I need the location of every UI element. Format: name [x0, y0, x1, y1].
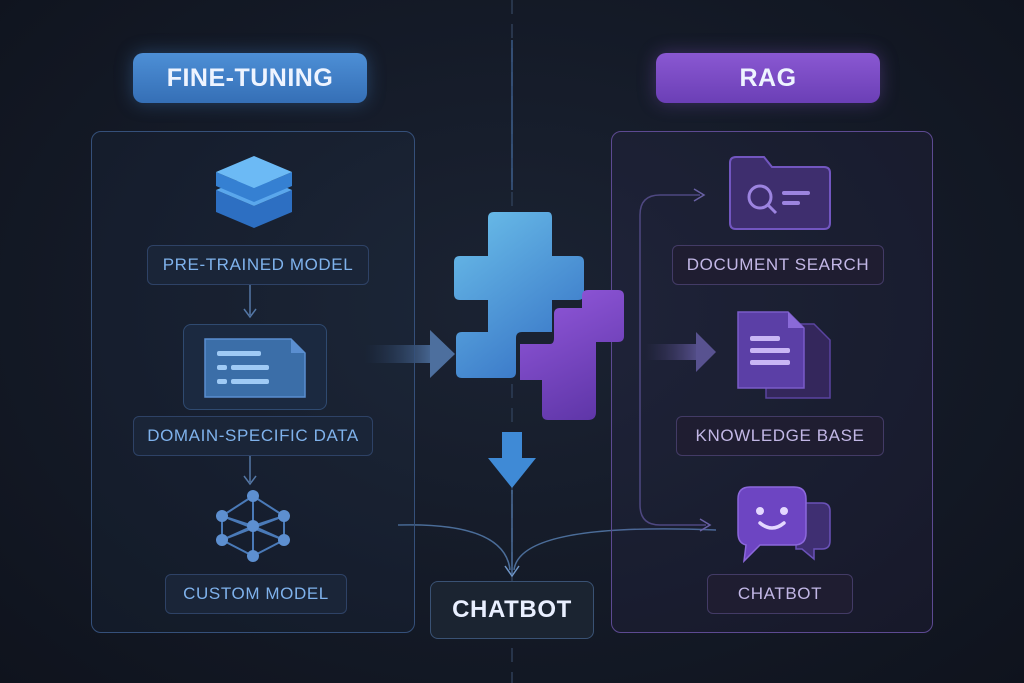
domain-specific-data-label: DOMAIN-SPECIFIC DATA	[133, 416, 373, 456]
folder-search-icon	[729, 156, 831, 230]
document-search-label: DOCUMENT SEARCH	[672, 245, 884, 285]
network-icon	[216, 490, 290, 562]
chatbot-label: CHATBOT	[707, 574, 853, 614]
puzzle-icon	[454, 212, 624, 420]
knowledge-base-label: KNOWLEDGE BASE	[676, 416, 884, 456]
chat-bubble-icon	[737, 486, 831, 564]
pre-trained-model-label: PRE-TRAINED MODEL	[147, 245, 369, 285]
chatbot-output-label: CHATBOT	[430, 581, 594, 639]
rag-header: RAG	[656, 53, 880, 103]
document-icon	[204, 338, 306, 398]
documents-icon	[737, 311, 831, 399]
custom-model-label: CUSTOM MODEL	[165, 574, 347, 614]
layers-icon	[216, 156, 292, 228]
fine-tuning-header: FINE-TUNING	[133, 53, 367, 103]
